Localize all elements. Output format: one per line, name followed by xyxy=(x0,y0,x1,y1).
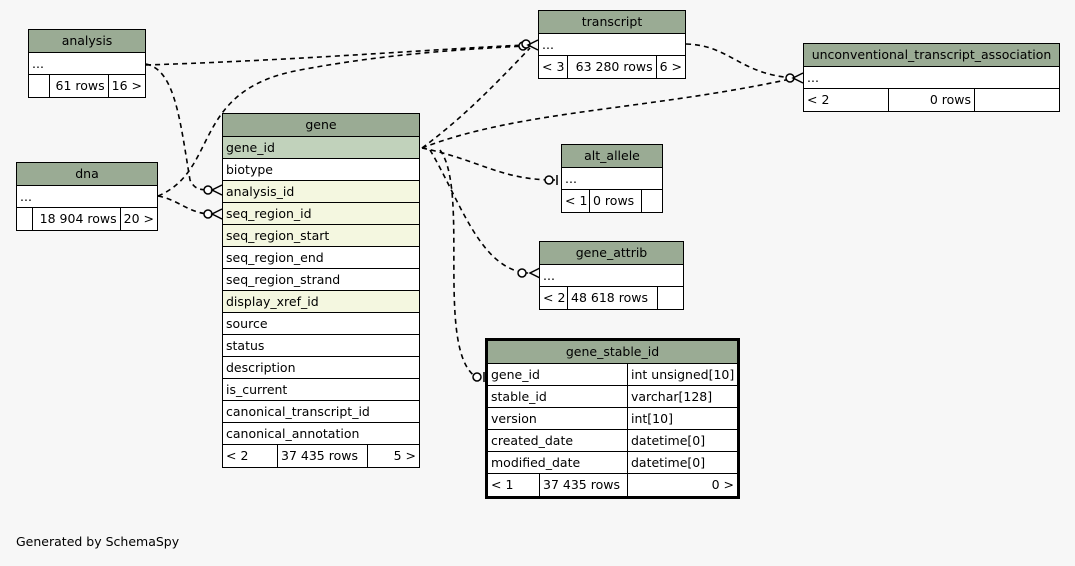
column-created-date[interactable]: created_date xyxy=(488,430,628,452)
edge-gene-dna xyxy=(157,195,215,215)
footer-parents: < 2 xyxy=(540,287,568,309)
table-footer: < 3 63 280 rows 6 > xyxy=(539,56,685,78)
column-is-current[interactable]: is_current xyxy=(223,379,419,401)
footer-parents xyxy=(29,75,50,97)
column-gene-id[interactable]: gene_id xyxy=(488,364,628,386)
table-unconventional-transcript-association[interactable]: unconventional_transcript_association ..… xyxy=(803,43,1060,112)
footer-rows: 0 rows xyxy=(889,89,975,111)
table-footer: < 1 37 435 rows 0 > xyxy=(488,474,737,496)
footer-parents: < 3 xyxy=(539,56,568,78)
footer-children xyxy=(658,287,683,309)
footer-rows: 61 rows xyxy=(50,75,109,97)
footer-rows: 63 280 rows xyxy=(568,56,657,78)
edge-gene-analysis xyxy=(145,63,215,191)
table-gene-attrib[interactable]: gene_attrib ... < 2 48 618 rows xyxy=(539,241,684,310)
table-title[interactable]: unconventional_transcript_association xyxy=(804,44,1059,67)
table-title[interactable]: gene xyxy=(223,114,419,137)
table-dna[interactable]: dna ... 18 904 rows 20 > xyxy=(16,162,158,231)
edge-uta-transcript xyxy=(685,43,796,79)
table-ellipsis-row: ... xyxy=(29,53,145,75)
column-seq-region-start[interactable]: seq_region_start xyxy=(223,225,419,247)
table-gene-stable-id[interactable]: gene_stable_id gene_id int unsigned[10] … xyxy=(485,338,740,499)
table-title[interactable]: gene_attrib xyxy=(540,242,683,265)
footer-children: 16 > xyxy=(111,78,142,93)
footer-parents xyxy=(17,208,33,230)
edge-transcript-gene xyxy=(421,47,531,149)
table-transcript[interactable]: transcript ... < 3 63 280 rows 6 > xyxy=(538,10,686,79)
column-grid: gene_id int unsigned[10] stable_id varch… xyxy=(488,364,737,474)
table-ellipsis-row: ... xyxy=(804,67,1059,89)
column-type: datetime[0] xyxy=(628,452,737,474)
column-seq-region-id[interactable]: seq_region_id xyxy=(223,203,419,225)
table-ellipsis-row: ... xyxy=(17,186,157,208)
edge-transcript-analysis xyxy=(145,44,526,66)
edge-transcript-dna xyxy=(157,45,526,197)
footer-parents: < 2 xyxy=(223,445,278,467)
footer-children: 5 > xyxy=(393,448,416,463)
footer-children xyxy=(975,89,1059,111)
footer-rows: 18 904 rows xyxy=(33,208,121,230)
column-stable-id[interactable]: stable_id xyxy=(488,386,628,408)
table-ellipsis-row: ... xyxy=(540,265,683,287)
table-footer: < 2 48 618 rows xyxy=(540,287,683,309)
table-footer: 61 rows 16 > xyxy=(29,75,145,97)
table-footer: < 1 0 rows xyxy=(562,190,662,212)
column-canonical-transcript-id[interactable]: canonical_transcript_id xyxy=(223,401,419,423)
footer-children: 6 > xyxy=(659,59,682,74)
footer-rows: 0 rows xyxy=(590,190,642,212)
generated-by-text: Generated by SchemaSpy xyxy=(16,534,180,549)
table-ellipsis-row: ... xyxy=(539,34,685,56)
table-title[interactable]: dna xyxy=(17,163,157,186)
column-type: int[10] xyxy=(628,408,737,430)
column-version[interactable]: version xyxy=(488,408,628,430)
column-canonical-annotation[interactable]: canonical_annotation xyxy=(223,423,419,445)
table-title[interactable]: analysis xyxy=(29,30,145,53)
footer-rows: 48 618 rows xyxy=(568,287,658,309)
column-seq-region-strand[interactable]: seq_region_strand xyxy=(223,269,419,291)
column-type: varchar[128] xyxy=(628,386,737,408)
edge-altallele-gene xyxy=(421,147,556,181)
edge-uta-gene xyxy=(421,77,796,149)
footer-children: 20 > xyxy=(123,211,154,226)
footer-children: 0 > xyxy=(711,477,734,492)
column-biotype[interactable]: biotype xyxy=(223,159,419,181)
column-type: datetime[0] xyxy=(628,430,737,452)
footer-rows: 37 435 rows xyxy=(278,445,368,467)
footer-rows: 37 435 rows xyxy=(540,474,628,496)
footer-parents: < 2 xyxy=(804,89,889,111)
table-footer: < 2 0 rows xyxy=(804,89,1059,111)
column-modified-date[interactable]: modified_date xyxy=(488,452,628,474)
table-alt-allele[interactable]: alt_allele ... < 1 0 rows xyxy=(561,144,663,213)
footer-children xyxy=(642,190,662,212)
footer-parents: < 1 xyxy=(488,474,540,496)
edge-geneattrib-gene xyxy=(429,149,529,274)
table-gene[interactable]: gene gene_id biotype analysis_id seq_reg… xyxy=(222,113,420,468)
column-source[interactable]: source xyxy=(223,313,419,335)
column-gene-id[interactable]: gene_id xyxy=(223,137,419,159)
table-footer: < 2 37 435 rows 5 > xyxy=(223,445,419,467)
table-title[interactable]: transcript xyxy=(539,11,685,34)
footer-parents: < 1 xyxy=(562,190,590,212)
edge-genestableid-gene xyxy=(439,149,477,378)
table-analysis[interactable]: analysis ... 61 rows 16 > xyxy=(28,29,146,98)
column-type: int unsigned[10] xyxy=(628,364,737,386)
column-analysis-id[interactable]: analysis_id xyxy=(223,181,419,203)
column-description[interactable]: description xyxy=(223,357,419,379)
table-ellipsis-row: ... xyxy=(562,168,662,190)
table-title[interactable]: gene_stable_id xyxy=(488,341,737,364)
column-display-xref-id[interactable]: display_xref_id xyxy=(223,291,419,313)
table-title[interactable]: alt_allele xyxy=(562,145,662,168)
table-footer: 18 904 rows 20 > xyxy=(17,208,157,230)
column-seq-region-end[interactable]: seq_region_end xyxy=(223,247,419,269)
column-status[interactable]: status xyxy=(223,335,419,357)
